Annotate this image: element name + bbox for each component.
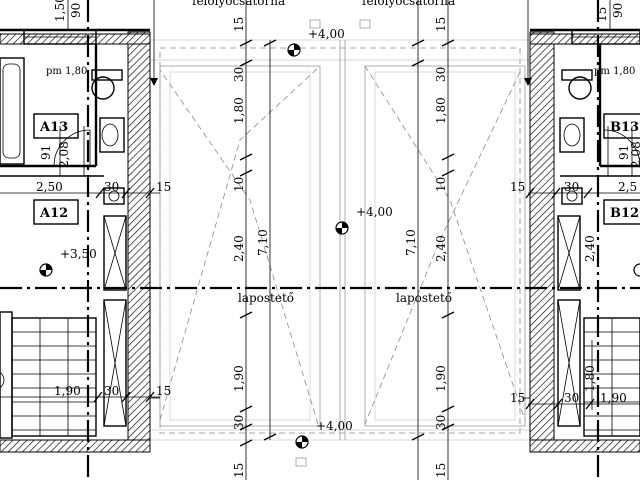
right-wall-left bbox=[529, 31, 555, 453]
dim-right-top-90: 90 bbox=[611, 3, 625, 18]
right-duct-shaft bbox=[557, 215, 581, 427]
level-marker-top bbox=[287, 43, 301, 57]
roof-label-left: lapostető bbox=[238, 291, 294, 305]
total-710-left: 7,10 bbox=[256, 229, 270, 256]
chain-10-right: 10 bbox=[434, 177, 448, 192]
level-label-center: +4,00 bbox=[356, 205, 393, 219]
level-marker-center bbox=[335, 221, 349, 235]
room-tag-b13-box bbox=[603, 113, 640, 139]
level-marker-bottom bbox=[295, 435, 309, 449]
dim-right-250: 2,5 bbox=[618, 180, 637, 194]
level-marker-room bbox=[39, 263, 53, 277]
chain-30-b: 30 bbox=[232, 415, 246, 430]
room-tag-a13: A13 bbox=[39, 120, 68, 135]
room-tag-a12: A12 bbox=[39, 206, 68, 221]
dim-right-15b: 15 bbox=[510, 391, 525, 405]
chain-180: 1,80 bbox=[232, 97, 246, 124]
chain-15-top: 15 bbox=[232, 17, 246, 32]
sink bbox=[99, 117, 125, 153]
dim-15-bottom: 15 bbox=[156, 384, 171, 398]
right-staircase bbox=[583, 317, 640, 437]
dim-right-30: 30 bbox=[564, 180, 579, 194]
total-710-right: 7,10 bbox=[404, 229, 418, 256]
chain-180-right: 1,80 bbox=[434, 97, 448, 124]
dim-30-bottom: 30 bbox=[104, 384, 119, 398]
chain-30-a-right: 30 bbox=[434, 67, 448, 82]
room-tag-a12-box bbox=[33, 199, 79, 225]
chain-240: 2,40 bbox=[232, 235, 246, 262]
gutter-label-left: felolyócsatorna bbox=[192, 0, 285, 8]
dim-15: 15 bbox=[156, 180, 171, 194]
chain-10: 10 bbox=[232, 177, 246, 192]
right-wall-top bbox=[529, 33, 640, 45]
dim-top-90: 90 bbox=[69, 3, 83, 18]
roof-slab bbox=[149, 39, 531, 441]
room-tag-b13: B13 bbox=[610, 120, 639, 135]
right-wall-bottom bbox=[529, 439, 640, 453]
left-unit bbox=[0, 28, 151, 453]
chain-190: 1,90 bbox=[232, 365, 246, 392]
level-label-bottom: +4,00 bbox=[316, 419, 353, 433]
level-label-top: +4,00 bbox=[308, 27, 345, 41]
dim-top-150: 1,50 bbox=[53, 0, 67, 22]
chain-15-top-right: 15 bbox=[434, 17, 448, 32]
staircase bbox=[0, 311, 97, 439]
chain-240-right: 2,40 bbox=[434, 235, 448, 262]
chain-15-bottom: 15 bbox=[232, 463, 246, 478]
dim-250: 2,50 bbox=[36, 180, 63, 194]
dim-right-180: 1,80 bbox=[583, 365, 597, 392]
level-marker-right-room bbox=[633, 263, 640, 277]
roof-label-right: lapostető bbox=[396, 291, 452, 305]
left-wall-top bbox=[0, 33, 151, 45]
dim-right-91: 91 bbox=[617, 145, 631, 160]
pm-label-right: pm 1,80 bbox=[594, 66, 635, 77]
dim-right-top-15: 15 bbox=[595, 7, 609, 22]
dim-right-15: 15 bbox=[510, 180, 525, 194]
dim-30: 30 bbox=[104, 180, 119, 194]
gutter-label-right: felolyócsatorna bbox=[362, 0, 455, 8]
dim-door-91: 91 bbox=[39, 145, 53, 160]
room-tag-b12: B12 bbox=[610, 206, 639, 221]
dim-190-bottom: 1,90 bbox=[54, 384, 81, 398]
room-tag-b12-box bbox=[603, 199, 640, 225]
toilet bbox=[91, 69, 123, 100]
right-unit bbox=[529, 28, 640, 453]
right-sink bbox=[559, 117, 585, 153]
pm-label-left: pm 1,80 bbox=[46, 66, 87, 77]
room-tag-a13-box bbox=[33, 113, 79, 139]
duct-shaft bbox=[103, 215, 127, 427]
level-label-room: +3,50 bbox=[60, 247, 97, 261]
chain-15-bottom-right: 15 bbox=[434, 463, 448, 478]
downpipe-arrows bbox=[150, 0, 532, 399]
dim-right-190: 1,90 bbox=[600, 391, 627, 405]
dim-right-240: 2,40 bbox=[583, 235, 597, 262]
dim-right-208: 2,08 bbox=[629, 141, 640, 168]
chain-190-right: 1,90 bbox=[434, 365, 448, 392]
left-wall-bottom bbox=[0, 439, 151, 453]
dim-door-208: 2,08 bbox=[57, 141, 71, 168]
left-wall-right bbox=[127, 31, 151, 453]
chain-30-b-right: 30 bbox=[434, 415, 448, 430]
right-toilet bbox=[561, 69, 593, 100]
dim-right-30b: 30 bbox=[564, 391, 579, 405]
bathtub bbox=[0, 57, 25, 165]
chain-30-a: 30 bbox=[232, 67, 246, 82]
